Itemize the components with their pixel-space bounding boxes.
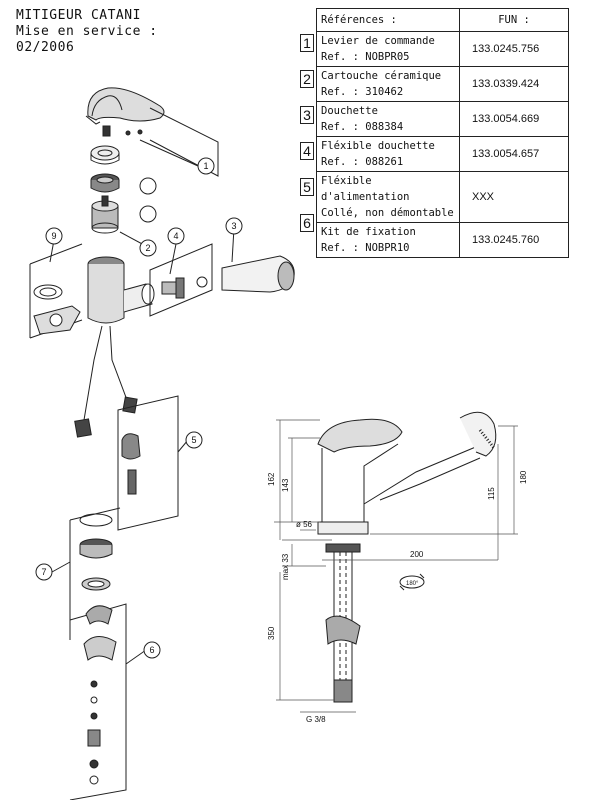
callout-label: 6	[149, 645, 154, 655]
parts-table: Références : FUN : Levier de commande Re…	[316, 8, 569, 258]
cap-ring-part	[90, 145, 120, 165]
callout-label: 5	[191, 435, 196, 445]
part-description: Kit de fixation	[321, 226, 416, 238]
dim-angle: 180°	[406, 581, 419, 587]
table-row: Douchette Ref. : 088384 133.0054.669	[316, 101, 569, 137]
header-references: Références :	[316, 8, 460, 32]
part-reference: Ref. : NOBPR05	[321, 51, 410, 63]
row-number: 3	[300, 106, 314, 124]
fixing-kit-part	[83, 605, 117, 785]
table-header-row: Références : FUN :	[316, 8, 569, 32]
tap-body-part	[83, 256, 155, 421]
header-fun: FUN :	[459, 8, 569, 32]
part-reference: Ref. : 088384	[321, 121, 404, 133]
table-row: Fléxible d'alimentation Collé, non démon…	[316, 171, 569, 223]
row-number: 6	[300, 214, 314, 232]
part-description: Levier de commande	[321, 35, 435, 47]
dim-thread: G 3/8	[306, 715, 326, 724]
table-row: Levier de commande Ref. : NOBPR05 133.02…	[316, 31, 569, 67]
row-number: 2	[300, 70, 314, 88]
table-row: Cartouche céramique Ref. : 310462 133.03…	[316, 66, 569, 102]
part-fun-code: XXX	[459, 171, 569, 223]
lever-part	[85, 87, 165, 125]
callout-label: 3	[231, 221, 236, 231]
washer-set-part	[79, 513, 113, 591]
dim-56: ø 56	[296, 520, 313, 529]
part-description: Douchette	[321, 105, 378, 117]
service-date: 02/2006	[16, 40, 75, 55]
nut-part	[90, 173, 120, 193]
dim-115: 115	[487, 487, 496, 500]
callout-label: 7	[41, 567, 46, 577]
part-fun-code: 133.0245.760	[459, 222, 569, 258]
table-row: Fléxible douchette Ref. : 088261 133.005…	[316, 136, 569, 172]
callout-label: 1	[203, 161, 208, 171]
panel-outline	[149, 243, 213, 317]
row-number: 1	[300, 34, 314, 52]
dim-143: 143	[281, 478, 290, 492]
dim-162: 162	[267, 472, 276, 486]
part-fun-code: 133.0245.756	[459, 31, 569, 67]
cartridge-part	[91, 195, 119, 234]
panel-outline	[69, 603, 127, 800]
seal-part	[33, 284, 81, 335]
service-label: Mise en service :	[16, 24, 158, 39]
shower-head-part	[221, 255, 295, 293]
part-reference: Collé, non démontable	[321, 207, 454, 219]
document-header: MITIGEUR CATANI Mise en service : 02/200…	[16, 8, 158, 56]
dim-180: 180	[519, 470, 528, 484]
dim-200: 200	[410, 550, 424, 559]
table-row: Kit de fixation Ref. : NOBPR10 133.0245.…	[316, 222, 569, 258]
panel-outline	[117, 395, 179, 531]
dimension-drawing	[274, 411, 518, 713]
exploded-view	[29, 87, 295, 800]
supply-hose-fittings	[74, 396, 138, 438]
part-fun-code: 133.0054.657	[459, 136, 569, 172]
row-number: 4	[300, 142, 314, 160]
part-description: Cartouche céramique	[321, 70, 442, 82]
product-title: MITIGEUR CATANI	[16, 8, 141, 23]
dim-33: max 33	[281, 553, 290, 580]
part-reference: Ref. : 088261	[321, 156, 404, 168]
part-description: Fléxible douchette	[321, 140, 435, 152]
part-reference: Ref. : 310462	[321, 86, 404, 98]
callouts	[35, 139, 243, 665]
screw-part	[102, 125, 143, 137]
callout-label: 9	[51, 231, 56, 241]
bracket-part	[121, 433, 141, 495]
part-fun-code: 133.0054.669	[459, 101, 569, 137]
row-number: 5	[300, 178, 314, 196]
part-reference: Ref. : NOBPR10	[321, 242, 410, 254]
hose-coupling-part	[161, 276, 208, 299]
part-description: Fléxible d'alimentation	[321, 175, 410, 203]
callout-label: 2	[145, 243, 150, 253]
panel-outline	[149, 107, 219, 177]
callout-label: 4	[173, 231, 178, 241]
dim-350: 350	[267, 626, 276, 640]
